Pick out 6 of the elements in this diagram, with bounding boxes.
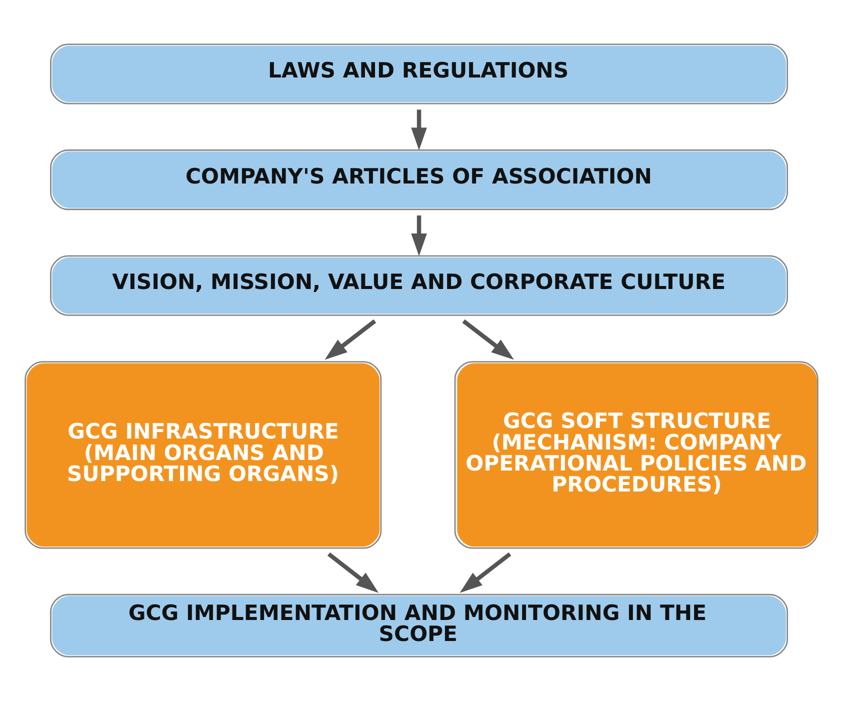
arrow — [462, 319, 514, 360]
arrow — [324, 319, 376, 360]
arrow — [411, 110, 427, 150]
arrow — [411, 215, 427, 256]
arrow — [327, 552, 379, 593]
arrow — [460, 552, 512, 593]
